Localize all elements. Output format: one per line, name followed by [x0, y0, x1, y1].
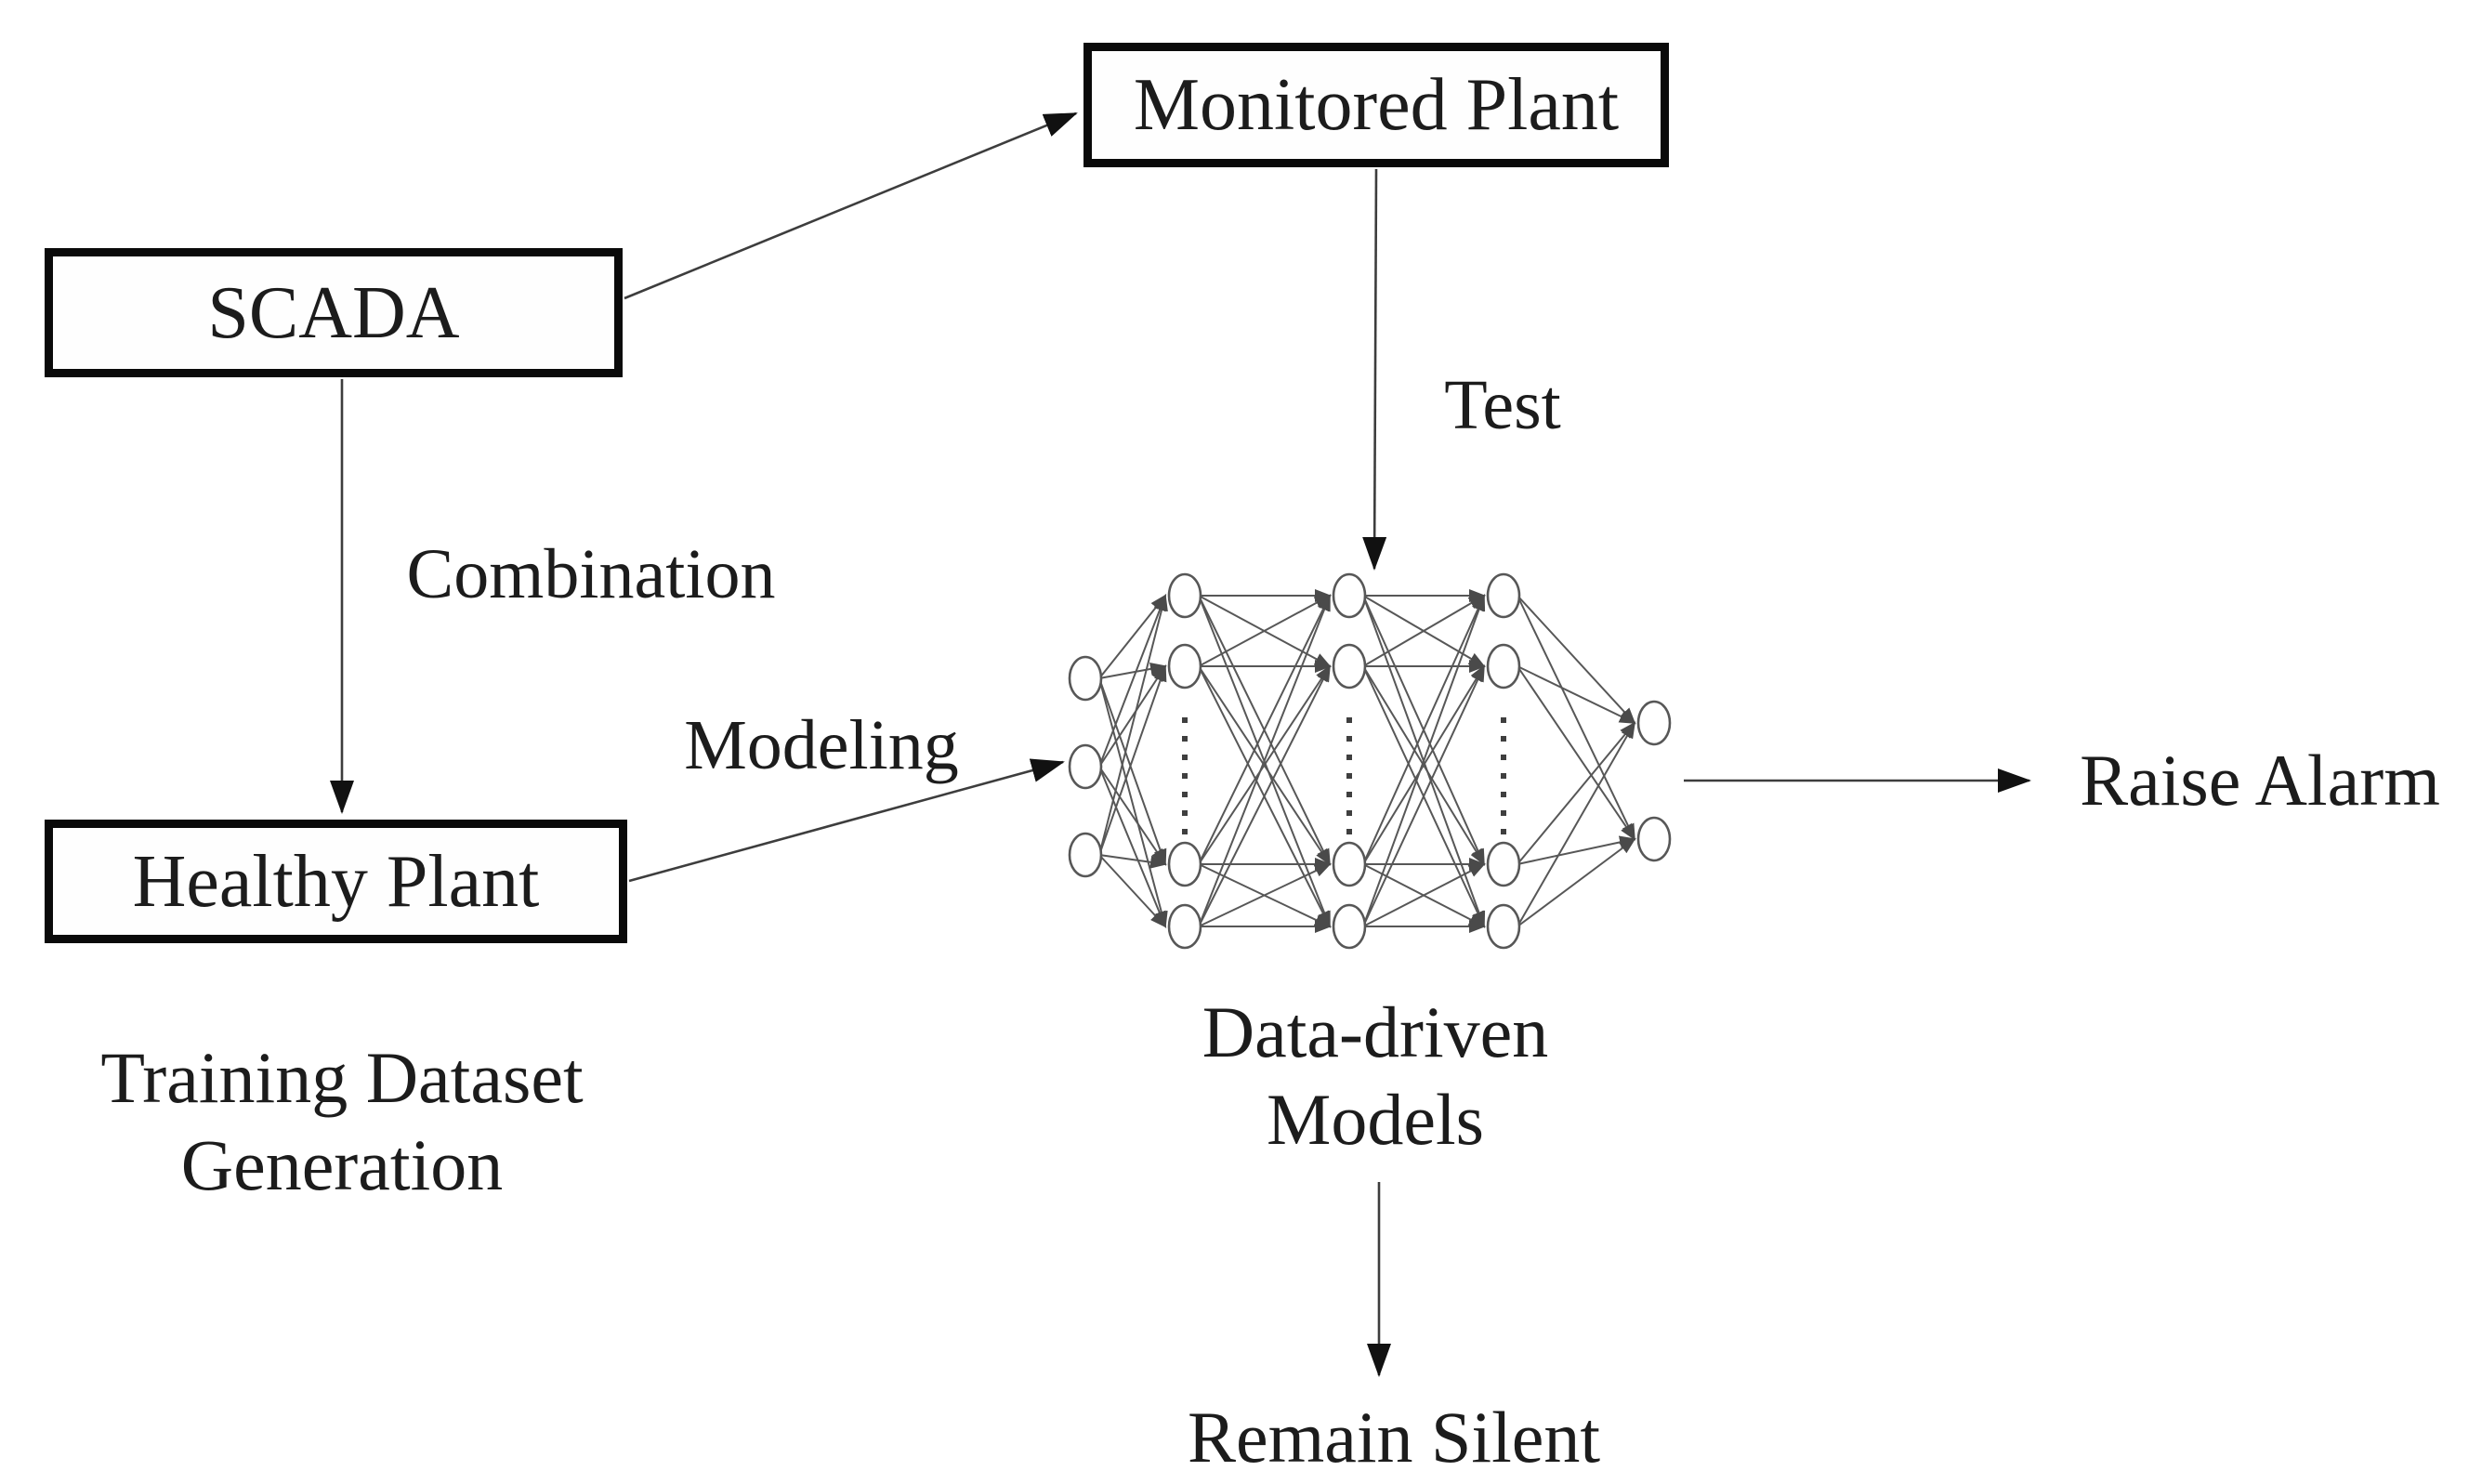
network-node — [1486, 643, 1521, 689]
node-healthy-plant: Healthy Plant — [45, 820, 627, 943]
arrow-label-test: Test — [1444, 366, 1561, 444]
network-node — [1332, 572, 1367, 619]
caption-training-line1: Training Dataset — [100, 1037, 584, 1118]
network-node — [1167, 643, 1202, 689]
network-node — [1332, 643, 1367, 689]
node-monitored-plant-label: Monitored Plant — [1133, 64, 1620, 146]
caption-models-line2: Models — [1266, 1079, 1484, 1160]
node-scada: SCADA — [45, 248, 623, 377]
node-scada-label: SCADA — [207, 271, 460, 354]
node-healthy-plant-label: Healthy Plant — [132, 840, 540, 923]
outcome-raise-alarm: Raise Alarm — [2080, 740, 2440, 821]
outcome-remain-silent: Remain Silent — [1187, 1397, 1601, 1477]
network-node — [1486, 841, 1521, 887]
edge-monitored-plant-to-network-test — [1362, 168, 1387, 571]
edge-scada-to-monitored-plant — [624, 112, 1078, 300]
arrow-label-modeling: Modeling — [684, 706, 959, 784]
network-node — [1332, 903, 1367, 950]
network-node — [1636, 700, 1672, 746]
network-node — [1332, 841, 1367, 887]
network-node — [1167, 841, 1202, 887]
neural-network-illustration — [1068, 572, 1672, 950]
edge-healthy-plant-to-network-modeling — [628, 758, 1065, 883]
network-node — [1486, 572, 1521, 619]
caption-training-dataset-generation: Training Dataset Generation — [100, 1034, 583, 1209]
network-node — [1167, 903, 1202, 950]
network-node — [1636, 816, 1672, 862]
network-node — [1068, 743, 1103, 790]
network-node — [1167, 572, 1202, 619]
node-monitored-plant: Monitored Plant — [1083, 43, 1669, 167]
arrow-label-combination: Combination — [406, 535, 776, 613]
network-node — [1486, 903, 1521, 950]
network-node — [1068, 655, 1103, 702]
caption-models-line1: Data-driven — [1202, 992, 1549, 1072]
network-node — [1068, 832, 1103, 878]
caption-data-driven-models: Data-driven Models — [1202, 989, 1548, 1163]
caption-training-line2: Generation — [180, 1124, 504, 1205]
